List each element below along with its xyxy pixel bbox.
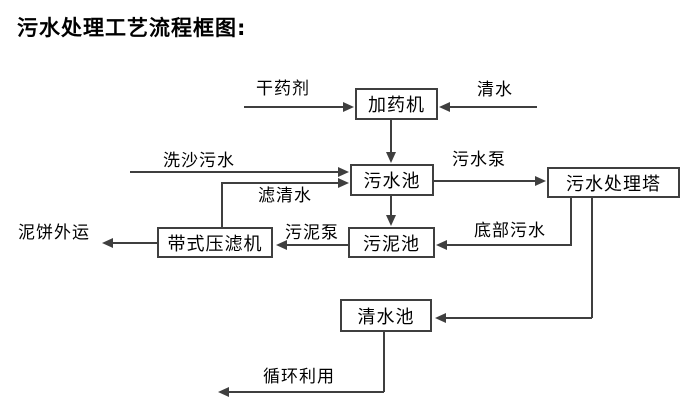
connector-sand-washing-line (130, 171, 339, 173)
label-clean-water: 清水 (477, 80, 513, 100)
arrowhead-filtered-water-icon (338, 178, 349, 188)
arrowhead-recycle-icon (218, 387, 229, 397)
connector-mud-cake-line (112, 242, 157, 244)
connector-tower-to-clean-vline (591, 198, 593, 318)
connector-sewage-pump-line (434, 180, 536, 182)
connector-recycle-line (228, 391, 384, 393)
node-clean-water-pool: 清水池 (340, 299, 432, 332)
node-sewage-pool: 污水池 (350, 164, 434, 196)
connector-recycle-vline (383, 332, 385, 392)
label-sand-washing-sewage: 洗沙污水 (163, 151, 235, 171)
connector-filtered-water-line (221, 182, 339, 184)
connector-bottom-sewage-vline (570, 198, 572, 246)
label-recycle-use: 循环利用 (263, 367, 335, 387)
connector-bottom-sewage-line (446, 244, 572, 246)
connector-dosing-to-sewage-line (390, 120, 392, 153)
label-filtered-water: 滤清水 (258, 186, 312, 206)
node-sludge-pool: 污泥池 (348, 227, 435, 258)
arrowhead-bottom-sewage-icon (436, 240, 447, 250)
connector-clean-water-line (449, 106, 537, 108)
connector-sewage-to-sludge-line (390, 196, 392, 216)
node-belt-filter-press: 带式压滤机 (157, 227, 273, 258)
node-treatment-tower: 污水处理塔 (547, 167, 680, 198)
label-dry-chemical: 干药剂 (256, 79, 310, 99)
label-mud-cake-out: 泥饼外运 (18, 223, 90, 243)
label-bottom-sewage: 底部污水 (474, 221, 546, 241)
connector-tower-to-clean-line (445, 317, 592, 319)
arrowhead-mud-cake-icon (102, 238, 113, 248)
label-sludge-pump: 污泥泵 (285, 223, 339, 243)
arrowhead-tower-to-clean-icon (435, 313, 446, 323)
arrowhead-sand-washing-icon (338, 167, 349, 177)
arrowhead-clean-water-icon (439, 102, 450, 112)
connector-filtered-water-vline (221, 182, 223, 227)
page-title: 污水处理工艺流程框图: (17, 16, 247, 40)
arrowhead-sludge-pump-icon (276, 240, 287, 250)
arrowhead-dosing-to-sewage-icon (386, 152, 396, 163)
label-sewage-pump: 污水泵 (452, 150, 506, 170)
arrowhead-sewage-pump-icon (535, 176, 546, 186)
arrowhead-sewage-to-sludge-icon (386, 215, 396, 226)
arrowhead-dry-chemical-icon (343, 102, 354, 112)
connector-sludge-pump-line (286, 244, 348, 246)
node-dosing-machine: 加药机 (355, 88, 438, 120)
connector-dry-chemical-line (244, 106, 344, 108)
